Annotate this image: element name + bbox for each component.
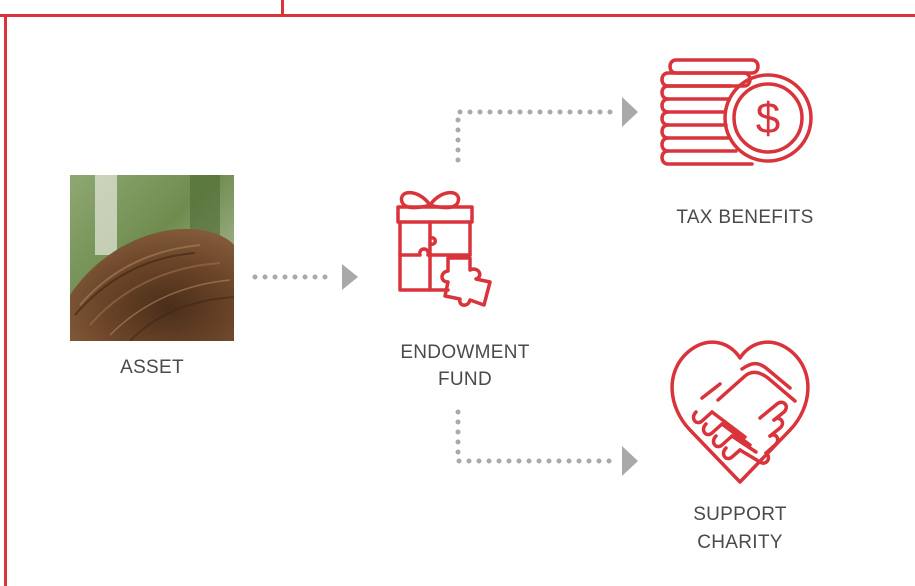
frame-tab-line — [281, 0, 284, 16]
dollar-sign-glyph: $ — [756, 94, 780, 143]
arrowhead-to-tax — [622, 97, 638, 127]
endowment-label-line2: FUND — [438, 369, 492, 390]
support-charity-label-line1: SUPPORT — [693, 504, 787, 525]
frame-border-top — [0, 14, 915, 17]
asset-label: ASSET — [120, 357, 184, 378]
connector-endowment-to-support — [455, 409, 615, 464]
asset-hair-image — [70, 175, 234, 341]
tax-benefits-label: TAX BENEFITS — [676, 207, 814, 228]
arrowhead-to-support — [622, 446, 638, 476]
arrowhead-to-endowment — [342, 264, 358, 290]
endowment-label-line1: ENDOWMENT — [400, 342, 530, 363]
support-charity-label-line2: CHARITY — [697, 532, 783, 553]
frame-border-left — [4, 14, 7, 586]
connector-endowment-to-tax — [455, 109, 615, 163]
asset-photo — [70, 175, 234, 341]
